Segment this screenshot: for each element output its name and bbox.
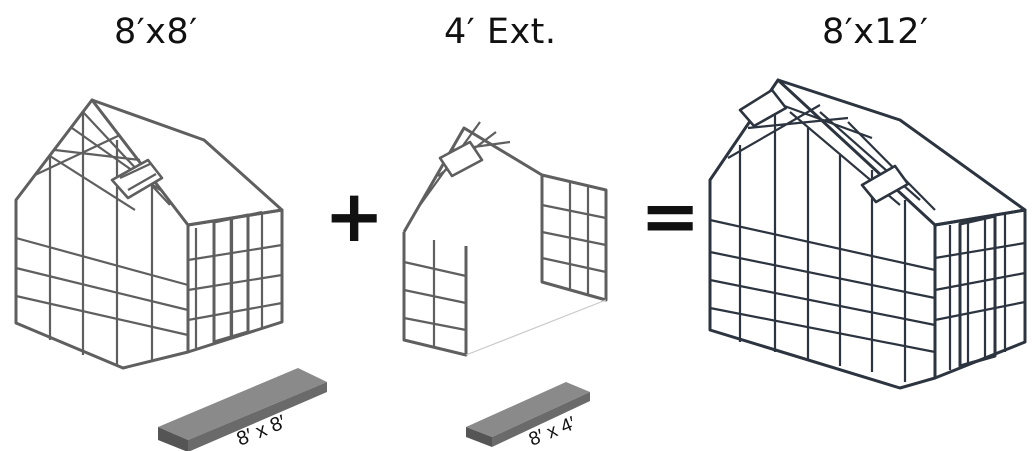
extension-4ft-label: 4′ Ext. xyxy=(444,12,557,52)
box-8x4-illustration xyxy=(466,382,590,447)
greenhouse-8x12-illustration xyxy=(708,78,1027,390)
plus-symbol: + xyxy=(324,174,385,258)
box-8x8-illustration xyxy=(158,368,327,451)
extension-4ft-illustration xyxy=(402,121,608,357)
greenhouse-8x8-illustration xyxy=(14,98,284,370)
equals-symbol: = xyxy=(640,174,701,258)
greenhouse-8x12-label: 8′x12′ xyxy=(822,12,929,52)
greenhouse-8x8-label: 8′x8′ xyxy=(114,12,198,52)
